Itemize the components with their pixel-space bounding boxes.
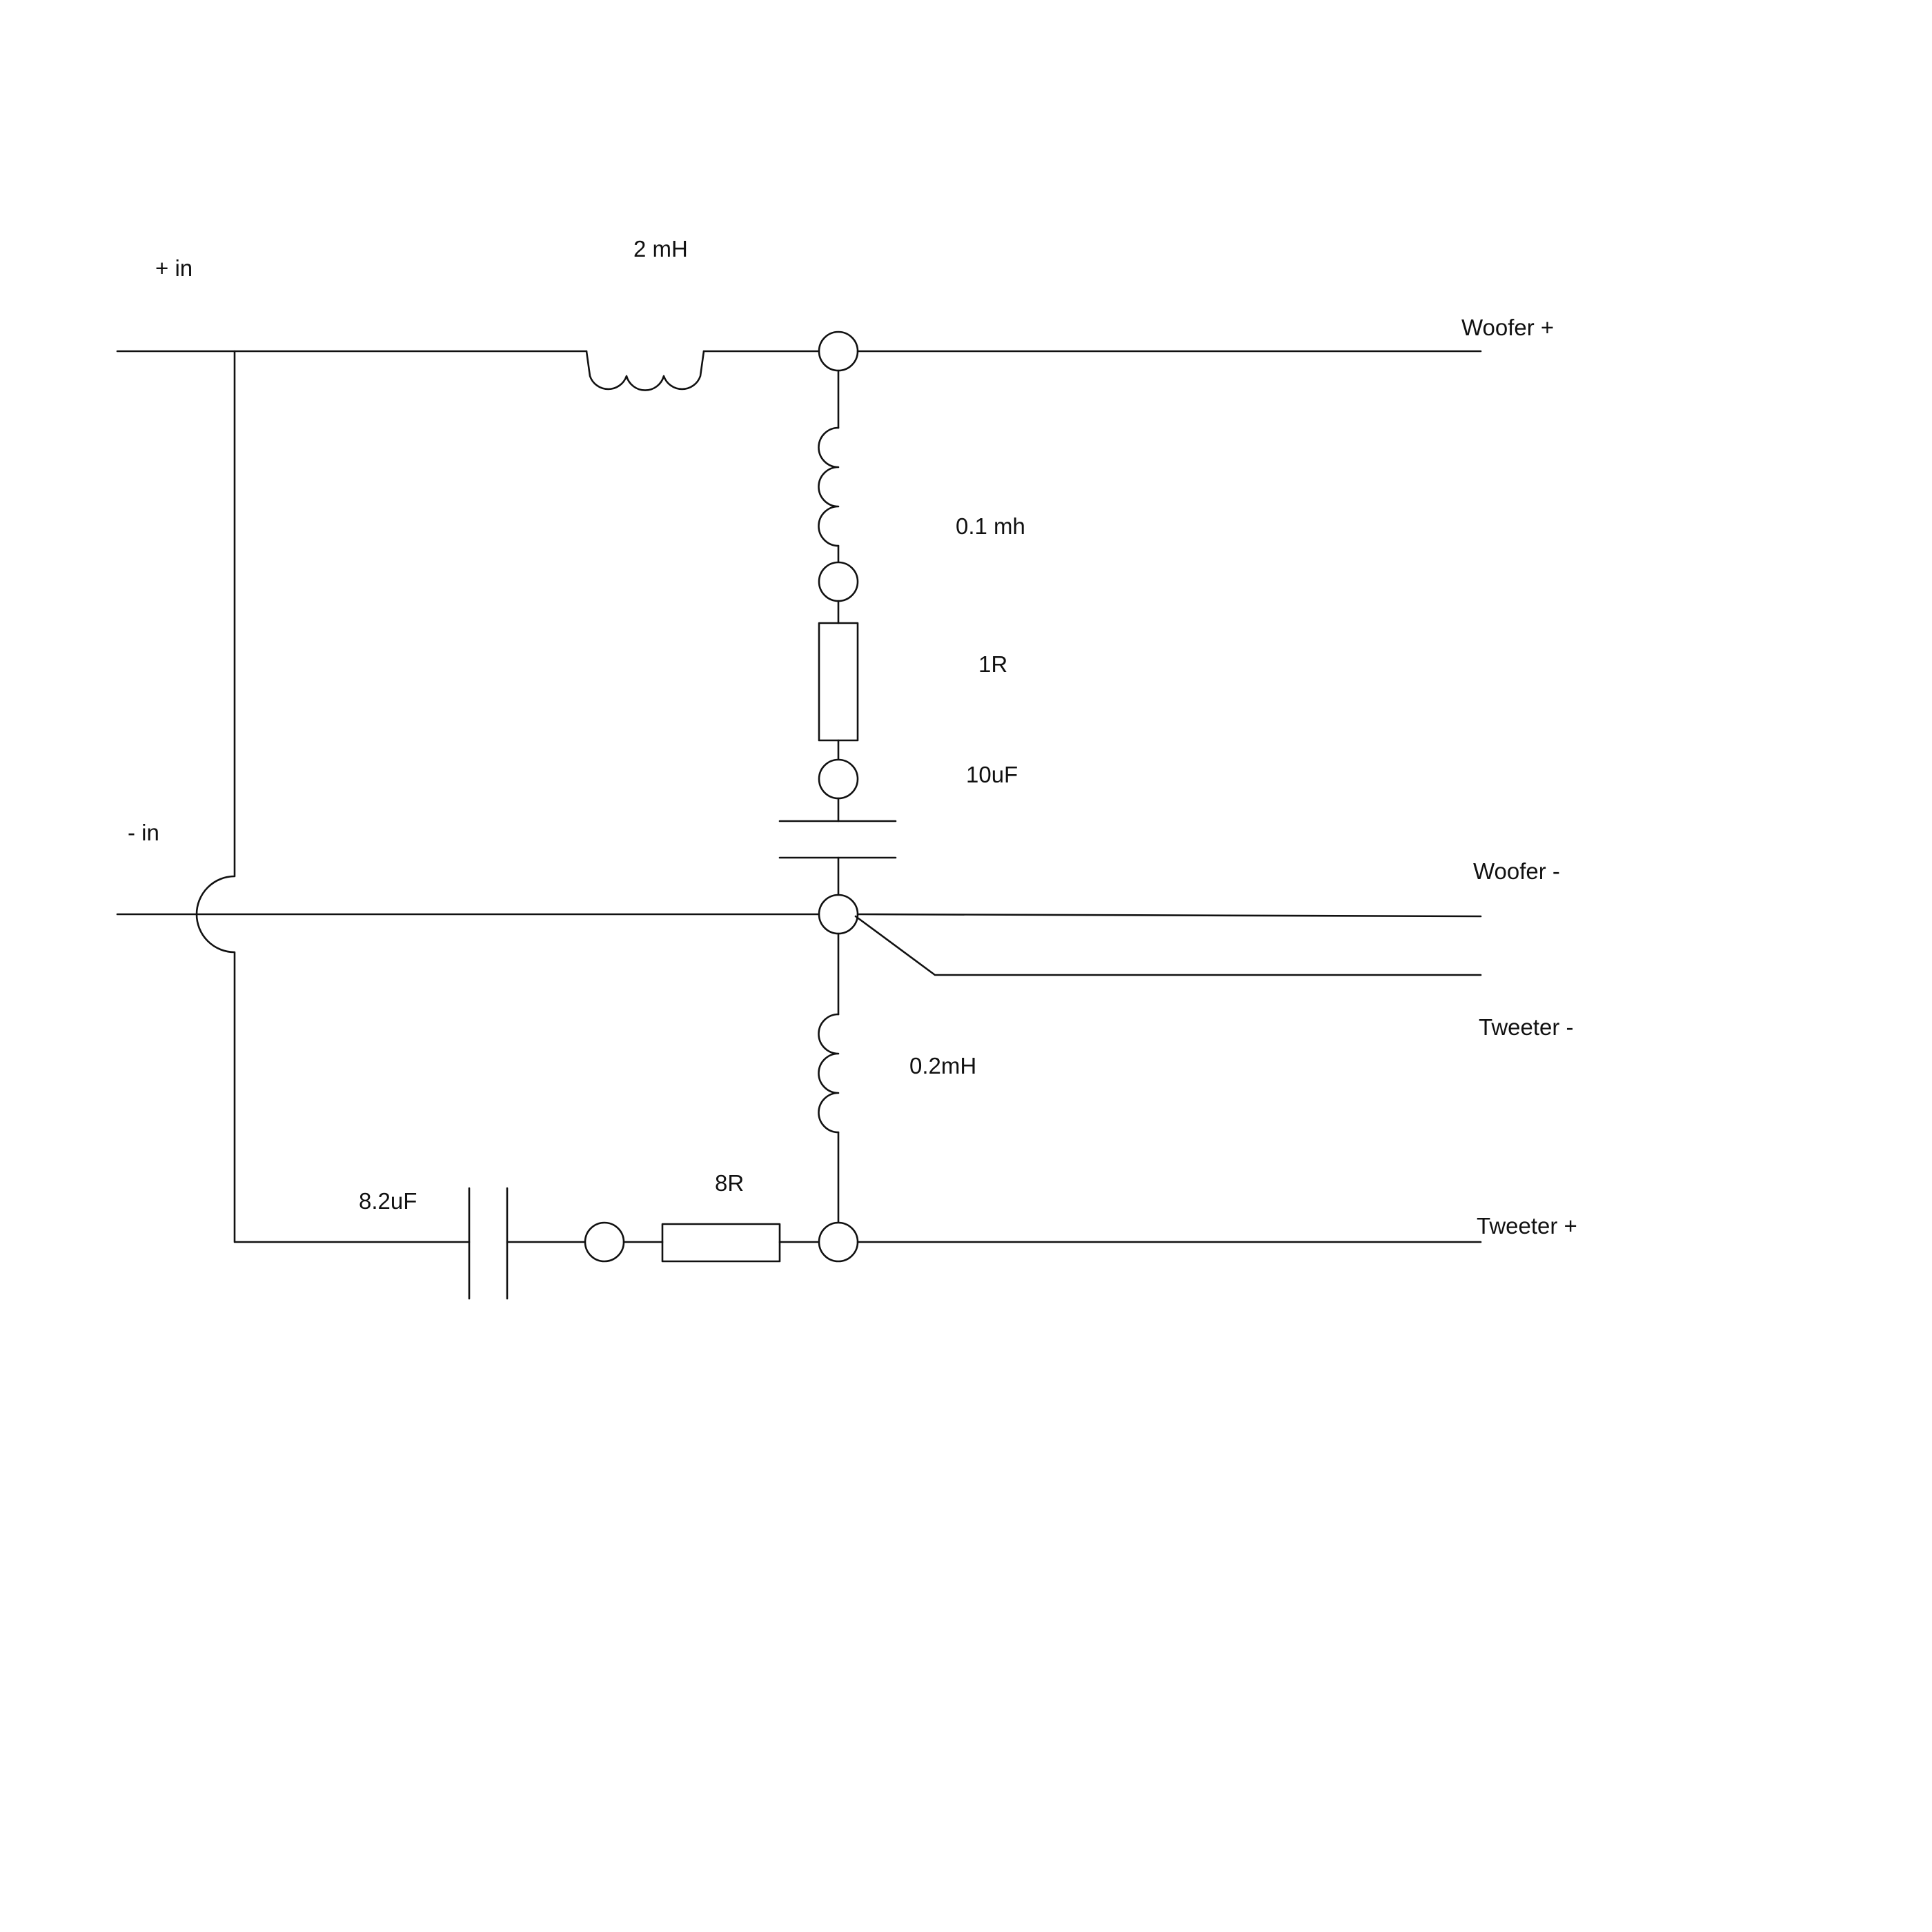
label-series-inductor: 2 mH <box>633 236 688 262</box>
label-woofer-plus: Woofer + <box>1461 315 1554 340</box>
series-inductor-2mh <box>585 350 705 391</box>
label-tweeter-inductor: 0.2mH <box>909 1053 976 1078</box>
tweeter-minus-wire <box>854 915 1482 976</box>
shunt-resistor-1r <box>818 622 859 742</box>
left-feed-wire <box>195 350 471 1243</box>
common-junction <box>818 894 859 935</box>
label-shunt-resistor: 1R <box>978 651 1007 677</box>
shunt-node-1 <box>818 561 859 602</box>
shunt-node-2 <box>818 758 859 800</box>
tweeter-capacitor-8-2uf <box>468 1187 509 1300</box>
label-tweeter-plus: Tweeter + <box>1477 1213 1577 1239</box>
label-woofer-minus: Woofer - <box>1473 858 1560 884</box>
label-shunt-capacitor: 10uF <box>966 762 1018 787</box>
label-tweeter-resistor: 8R <box>715 1170 744 1196</box>
label-tweeter-capacitor: 8.2uF <box>359 1188 417 1214</box>
tweeter-resistor-8r <box>661 1223 781 1263</box>
label-tweeter-minus: Tweeter - <box>1479 1014 1574 1040</box>
shunt-inductor-0-1mh <box>818 426 840 547</box>
tweeter-series-node <box>584 1221 625 1263</box>
tweeter-inductor-0-2mh <box>818 1013 840 1134</box>
woofer-plus-junction <box>818 331 859 372</box>
label-minus-in: - in <box>128 820 159 845</box>
shunt-capacitor-10uf <box>778 820 897 859</box>
label-shunt-inductor: 0.1 mh <box>956 513 1025 539</box>
woofer-minus-wire <box>856 913 1482 918</box>
tweeter-plus-junction <box>818 1221 859 1263</box>
label-plus-in: + in <box>155 255 193 281</box>
